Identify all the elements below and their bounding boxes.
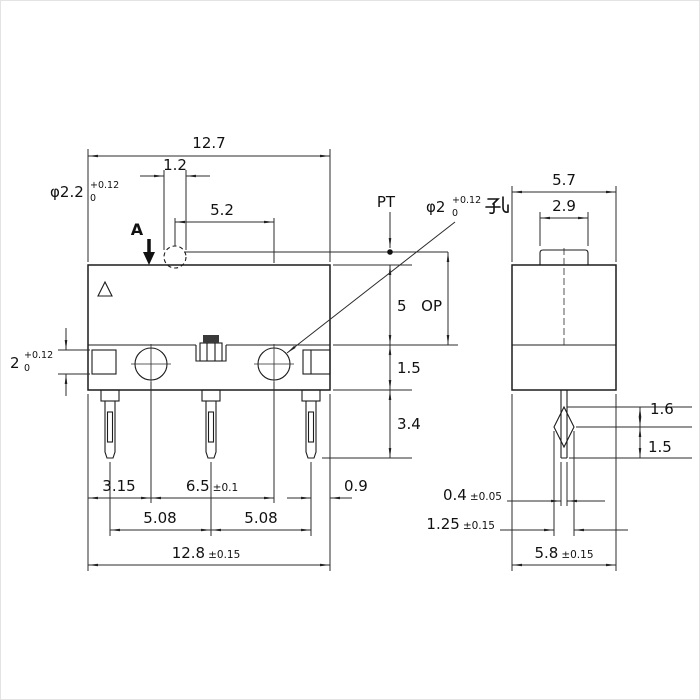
dim-bend-offset: 1.6 bbox=[650, 400, 674, 418]
dim-plunger-to-hole: 5.2 bbox=[210, 201, 234, 219]
dim-side-top-width: 5.7 bbox=[552, 171, 576, 189]
dim-tip-length: 1.5 bbox=[648, 438, 672, 456]
pt-reference-dot bbox=[387, 249, 393, 255]
dim-terminal-thickness: 0.4±0.05 bbox=[443, 486, 502, 504]
side-view-outline bbox=[511, 248, 617, 459]
dim-bend-width: 1.25±0.15 bbox=[426, 515, 495, 533]
dim-hole-pitch: 6.5±0.1 bbox=[186, 477, 238, 495]
dim-terminal-length: 3.4 bbox=[397, 415, 421, 433]
contact-button bbox=[199, 342, 223, 362]
dim-edge-to-hole: 3.15 bbox=[102, 477, 135, 495]
pt-label: PT bbox=[377, 193, 396, 211]
dim-overall-width-top: 12.7 bbox=[192, 134, 225, 152]
dim-terminal-pitch-1: 5.08 bbox=[143, 509, 176, 527]
dim-side-overall-width: 5.8±0.15 bbox=[534, 544, 593, 562]
dim-plunger-width: 1.2 bbox=[163, 156, 187, 174]
dim-square-hole-sub: 0 bbox=[24, 363, 30, 374]
dim-square-hole: 2 bbox=[10, 354, 20, 372]
hole-kanji-icon bbox=[485, 196, 509, 215]
dim-square-hole-sup: +0.12 bbox=[24, 350, 53, 361]
dim-button-width: 2.9 bbox=[552, 197, 576, 215]
switch-body-side bbox=[511, 264, 617, 391]
terminal-right bbox=[301, 389, 321, 459]
switch-body-front bbox=[87, 264, 331, 391]
dim-edge-margin: 0.9 bbox=[344, 477, 368, 495]
dim-plunger-dia-sup: +0.12 bbox=[90, 180, 119, 191]
square-hole bbox=[91, 349, 117, 375]
dim-hole-dia-sup: +0.12 bbox=[452, 195, 481, 206]
triangle-mark bbox=[97, 280, 113, 297]
dim-hole-dia: φ2 bbox=[426, 198, 445, 216]
front-view-outline bbox=[87, 239, 331, 459]
terminal-bend-diamond bbox=[553, 405, 575, 449]
section-label-a: A bbox=[131, 220, 144, 239]
push-direction-arrow bbox=[143, 239, 155, 265]
front-view-dimensions bbox=[58, 149, 458, 571]
terminal-left bbox=[100, 389, 120, 459]
side-view-dimensions bbox=[500, 186, 692, 571]
op-label: OP bbox=[421, 297, 442, 315]
dim-plunger-dia-sub: 0 bbox=[90, 193, 96, 204]
terminal-middle bbox=[201, 389, 221, 459]
dim-top-to-base: 5 bbox=[397, 297, 407, 315]
right-pocket bbox=[302, 349, 331, 375]
dim-overall-width: 12.8±0.15 bbox=[172, 544, 241, 562]
dim-base-height: 1.5 bbox=[397, 359, 421, 377]
dim-terminal-pitch-2: 5.08 bbox=[244, 509, 277, 527]
dim-plunger-dia: φ2.2 bbox=[50, 183, 84, 201]
dim-hole-dia-sub: 0 bbox=[452, 208, 458, 219]
terminal-side bbox=[553, 390, 575, 459]
